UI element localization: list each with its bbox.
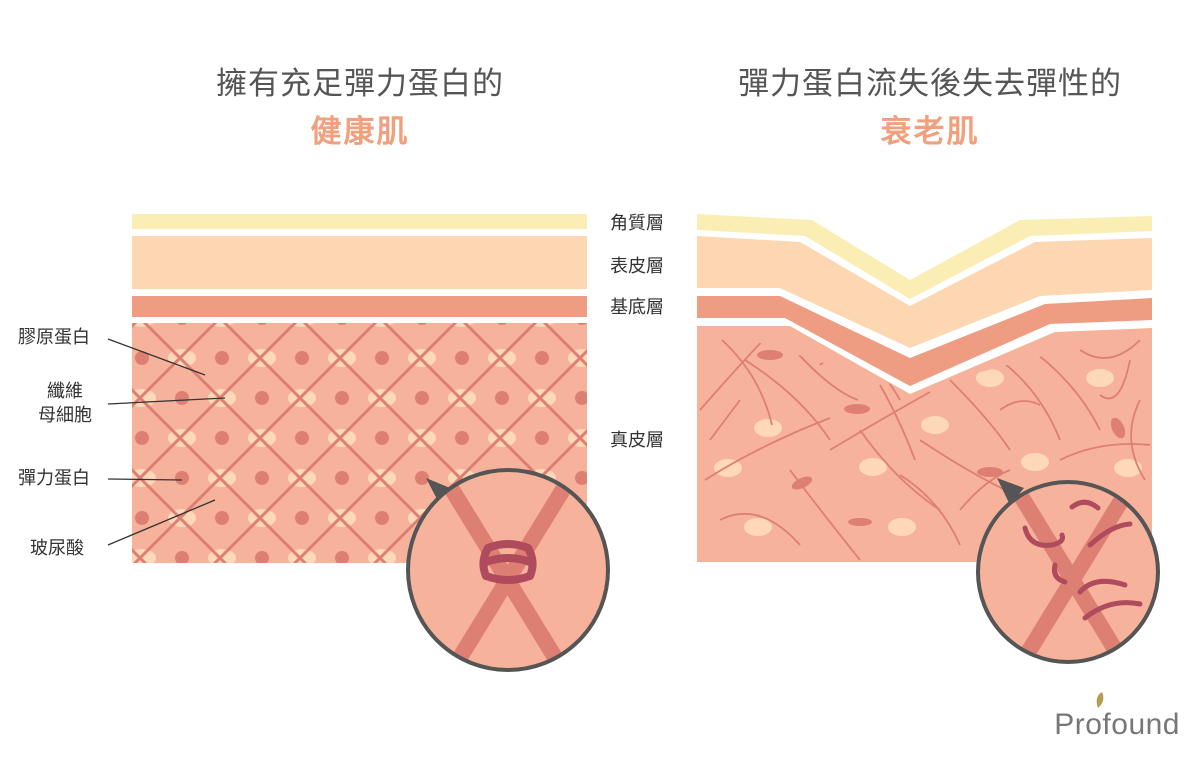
- left-title: 擁有充足彈力蛋白的: [216, 66, 504, 102]
- elastin-node: [255, 471, 269, 485]
- elastin-node: [175, 471, 189, 485]
- collagen-fiber: [132, 467, 228, 563]
- aged-stratum-corneum: [697, 214, 1152, 299]
- collagen-fiber: [132, 387, 308, 563]
- elastin-node: [135, 431, 149, 445]
- elastin-node: [295, 431, 309, 445]
- left-title-accent: 健康肌: [310, 114, 410, 150]
- elastin-node: [375, 351, 389, 365]
- label-hyaluronic-acid: 玻尿酸: [30, 538, 84, 559]
- collagen-fiber: [132, 547, 148, 563]
- elastin-node: [335, 551, 349, 563]
- fibroblast-cell: [608, 389, 636, 407]
- elastin-node: [577, 323, 587, 325]
- elastin-node: [175, 551, 189, 563]
- aged-magnifier: [976, 480, 1160, 664]
- aged-cells: [714, 350, 1142, 536]
- elastin-node: [95, 551, 109, 565]
- collagen-fiber: [372, 348, 587, 563]
- aged-basal-layer: [697, 296, 1152, 386]
- elastin-node: [95, 471, 109, 485]
- elastin-node: [257, 323, 267, 325]
- fibroblast-cell: [568, 429, 587, 447]
- collagen-fiber: [0, 318, 22, 600]
- healthy-stratum-corneum: [132, 214, 587, 229]
- elastin-node: [215, 511, 229, 525]
- elastin-node: [95, 311, 109, 325]
- label-leader-lines: [107, 338, 226, 546]
- elastin-node: [175, 391, 189, 405]
- collagen-fiber: [132, 323, 378, 563]
- right-title: 彈力蛋白流失後失去彈性的: [738, 66, 1122, 102]
- label-fibroblast: 纖維 母細胞: [30, 380, 100, 429]
- elastin-node: [575, 471, 587, 485]
- label-elastin: 彈力蛋白: [18, 468, 90, 489]
- elastin-node: [215, 431, 229, 445]
- label-epidermis: 表皮層: [610, 256, 664, 277]
- collagen-fiber: [212, 323, 458, 563]
- collagen-fiber: [132, 323, 298, 489]
- leaf-icon: [1096, 692, 1104, 708]
- healthy-magnifier: [406, 468, 610, 672]
- fibroblast-cell: [328, 589, 356, 607]
- elastin-node: [335, 391, 349, 405]
- elastin-node: [295, 511, 309, 525]
- fibroblast-cell: [168, 589, 196, 607]
- elastin-node: [335, 471, 349, 485]
- elastin-node: [295, 591, 309, 605]
- elastin-node: [337, 323, 347, 325]
- elastin-node: [497, 323, 507, 325]
- collagen-fiber: [132, 323, 218, 409]
- label-stratum-corneum: 角質層: [610, 213, 664, 234]
- elastin-node: [255, 391, 269, 405]
- fibroblast-cell: [608, 549, 636, 567]
- fibroblast-cell: [568, 349, 587, 367]
- fibroblast-cell: [132, 469, 156, 487]
- elastin-node: [375, 511, 389, 525]
- elastin-node: [575, 391, 587, 405]
- elastin-node: [135, 511, 149, 525]
- collagen-fiber: [292, 323, 538, 563]
- elastin-node: [455, 431, 469, 445]
- elastin-node: [215, 351, 229, 365]
- collagen-fiber: [462, 323, 587, 448]
- elastin-node: [455, 351, 469, 365]
- elastin-node: [177, 323, 187, 325]
- brand-logo: Profound: [1054, 708, 1180, 741]
- elastin-node: [535, 431, 549, 445]
- elastin-node: [375, 591, 389, 605]
- label-collagen: 膠原蛋白: [18, 327, 90, 348]
- label-fibroblast-line1: 纖維: [47, 381, 83, 402]
- elastin-node: [255, 551, 269, 563]
- elastin-node: [535, 351, 549, 365]
- collagen-fiber: [1180, 318, 1200, 600]
- label-dermis: 真皮層: [610, 430, 664, 451]
- collagen-fiber: [382, 323, 587, 528]
- elastin-node: [135, 351, 149, 365]
- label-fibroblast-line2: 母細胞: [38, 405, 92, 427]
- fibroblast-cell: [608, 469, 636, 487]
- collagen-fiber: [142, 323, 388, 563]
- magnifier-pointer: [426, 478, 455, 505]
- elastin-node: [415, 471, 429, 485]
- magnifier-pointer-aged: [997, 478, 1024, 505]
- broken-elastin-fragments: [1022, 499, 1143, 621]
- aged-epidermis: [697, 236, 1152, 348]
- elastin-node: [375, 431, 389, 445]
- elastin-node: [495, 391, 509, 405]
- healthy-epidermis: [132, 236, 587, 289]
- elastin-node: [417, 323, 427, 325]
- elastin-node: [415, 391, 429, 405]
- label-basal-layer: 基底層: [610, 297, 664, 318]
- elastin-coil: [479, 540, 537, 584]
- healthy-basal-layer: [132, 296, 587, 317]
- elastin-node: [215, 591, 229, 605]
- elastin-node: [135, 591, 149, 605]
- fibroblast-cell: [248, 589, 276, 607]
- elastin-node: [295, 351, 309, 365]
- right-title-accent: 衰老肌: [880, 114, 980, 150]
